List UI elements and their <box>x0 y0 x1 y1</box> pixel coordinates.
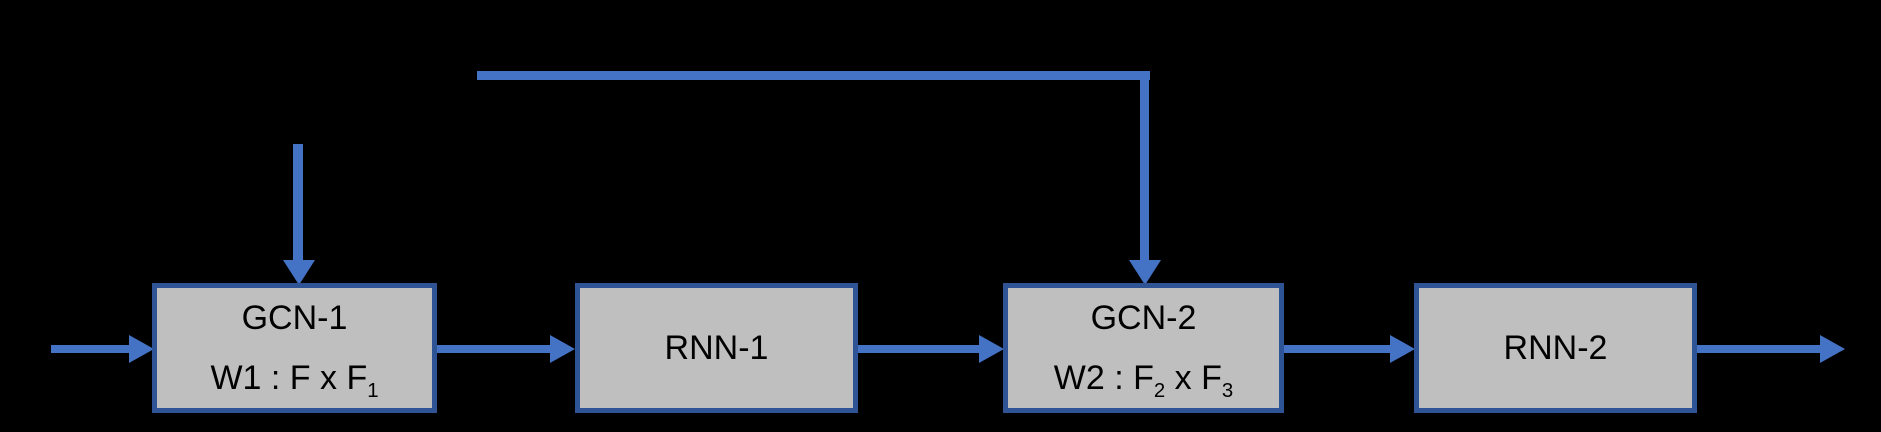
arrow-gcn2-to-rnn2-arrowhead-right-icon <box>1390 335 1415 363</box>
skip-connection-vertical-line <box>1140 71 1149 261</box>
node-gcn-1-label: GCN-1 <box>241 299 348 337</box>
gcn1-top-input-arrowhead-down-icon <box>283 260 315 285</box>
node-gcn-2-label: GCN-2 <box>1090 299 1197 337</box>
node-gcn-1: GCN-1 W1 : F x F1 <box>152 283 437 413</box>
node-rnn-2: RNN-2 <box>1414 283 1697 413</box>
arrow-rnn1-to-gcn2-arrowhead-right-icon <box>979 335 1004 363</box>
arrow-gcn2-to-rnn2-line <box>1284 345 1390 353</box>
node-rnn-2-label: RNN-2 <box>1503 329 1608 367</box>
arrow-gcn1-to-rnn1-arrowhead-right-icon <box>550 335 575 363</box>
skip-connection-horizontal-line <box>477 71 1150 80</box>
gcn1-top-input-arrow-line <box>293 144 303 261</box>
external-output-arrowhead-right-icon <box>1820 335 1845 363</box>
external-output-arrow-line <box>1697 345 1820 353</box>
node-gcn-1-weight-label: W1 : F x F1 <box>210 359 379 402</box>
node-gcn-2-weight-label: W2 : F2 x F3 <box>1053 359 1234 402</box>
arrow-gcn1-to-rnn1-line <box>437 345 550 353</box>
node-rnn-1-label: RNN-1 <box>664 329 769 367</box>
node-gcn-2: GCN-2 W2 : F2 x F3 <box>1003 283 1284 413</box>
external-input-arrow-line <box>51 345 129 353</box>
skip-connection-arrowhead-down-icon <box>1129 260 1161 285</box>
external-input-arrowhead-right-icon <box>129 335 154 363</box>
node-rnn-1: RNN-1 <box>575 283 858 413</box>
arrow-rnn1-to-gcn2-line <box>858 345 979 353</box>
